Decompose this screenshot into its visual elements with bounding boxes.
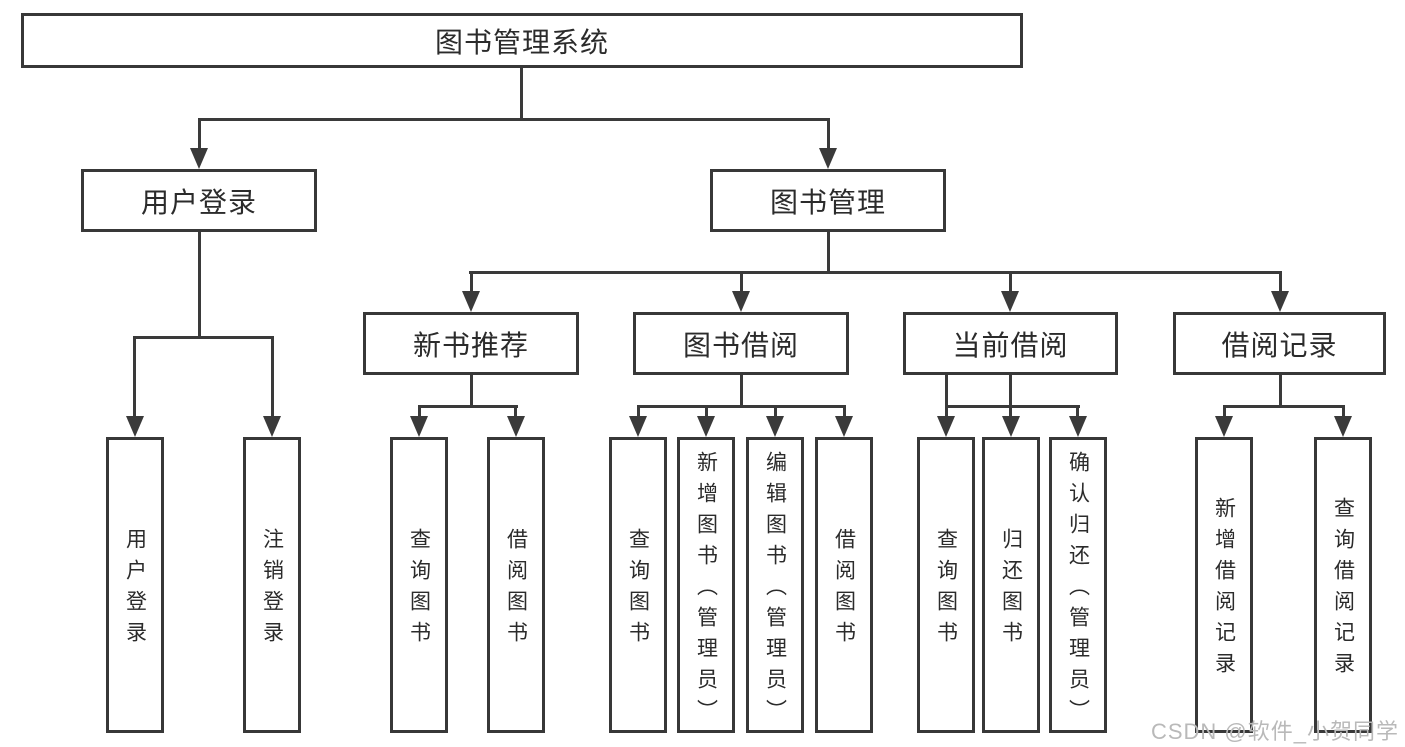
- arrow-down-icon: [629, 416, 647, 437]
- connector-line: [740, 375, 743, 407]
- connector-line: [418, 405, 518, 408]
- connector-line: [198, 118, 830, 121]
- leaf-add-borrow-record-label: 新增借阅记录: [1212, 497, 1236, 683]
- leaf-query-books-recommend-label: 查询图书: [407, 528, 431, 652]
- arrow-down-icon: [1069, 416, 1087, 437]
- leaf-borrow-books: 借阅图书: [815, 437, 873, 733]
- connector-line: [1076, 405, 1079, 420]
- connector-line: [827, 232, 830, 273]
- leaf-logout: 注销登录: [243, 437, 301, 733]
- connector-line: [637, 405, 640, 420]
- connector-line: [470, 271, 473, 295]
- arrow-down-icon: [1334, 416, 1352, 437]
- leaf-add-books-admin: 新增图书（管理员）: [677, 437, 735, 733]
- arrow-down-icon: [462, 291, 480, 312]
- leaf-confirm-return-admin: 确认归还（管理员）: [1049, 437, 1107, 733]
- arrow-down-icon: [766, 416, 784, 437]
- leaf-borrow-books-label: 借阅图书: [832, 528, 856, 652]
- leaf-edit-books-admin-label: 编辑图书（管理员）: [763, 450, 787, 730]
- connector-line: [945, 375, 948, 407]
- connector-line: [469, 271, 1282, 274]
- connector-line: [705, 405, 708, 420]
- arrow-down-icon: [1002, 416, 1020, 437]
- arrow-down-icon: [1001, 291, 1019, 312]
- leaf-query-books-current: 查询图书: [917, 437, 975, 733]
- arrow-down-icon: [819, 148, 837, 169]
- arrow-down-icon: [126, 416, 144, 437]
- leaf-user-login: 用户登录: [106, 437, 164, 733]
- connector-line: [945, 405, 948, 420]
- watermark: CSDN @软件_小贺同学: [1150, 719, 1399, 744]
- node-user-login: 用户登录: [81, 169, 317, 232]
- leaf-edit-books-admin: 编辑图书（管理员）: [746, 437, 804, 733]
- leaf-query-books-borrow: 查询图书: [609, 437, 667, 733]
- connector-line: [514, 405, 517, 420]
- connector-line: [520, 68, 523, 118]
- connector-line: [1223, 405, 1345, 408]
- leaf-query-borrow-record: 查询借阅记录: [1314, 437, 1372, 733]
- connector-line: [1009, 375, 1012, 407]
- arrow-down-icon: [697, 416, 715, 437]
- arrow-down-icon: [410, 416, 428, 437]
- connector-line: [470, 375, 473, 407]
- connector-line: [418, 405, 421, 420]
- leaf-add-books-admin-label: 新增图书（管理员）: [694, 450, 718, 730]
- leaf-query-borrow-record-label: 查询借阅记录: [1331, 497, 1355, 683]
- connector-line: [1223, 405, 1226, 420]
- connector-line: [133, 336, 274, 339]
- connector-line: [843, 405, 846, 420]
- connector-line: [637, 405, 846, 408]
- arrow-down-icon: [507, 416, 525, 437]
- leaf-return-books-label: 归还图书: [999, 528, 1023, 652]
- node-borrow-records: 借阅记录: [1173, 312, 1386, 375]
- connector-line: [198, 232, 201, 336]
- connector-line: [271, 336, 274, 420]
- connector-line: [133, 336, 136, 420]
- arrow-down-icon: [263, 416, 281, 437]
- node-current-borrow: 当前借阅: [903, 312, 1118, 375]
- node-root-system: 图书管理系统: [21, 13, 1023, 68]
- node-book-management: 图书管理: [710, 169, 946, 232]
- connector-line: [740, 271, 743, 295]
- arrow-down-icon: [835, 416, 853, 437]
- leaf-user-login-label: 用户登录: [123, 528, 147, 652]
- leaf-add-borrow-record: 新增借阅记录: [1195, 437, 1253, 733]
- leaf-return-books: 归还图书: [982, 437, 1040, 733]
- connector-line: [1009, 405, 1012, 420]
- connector-line: [1009, 271, 1012, 295]
- connector-line: [827, 118, 830, 152]
- connector-line: [945, 405, 1080, 408]
- arrow-down-icon: [190, 148, 208, 169]
- arrow-down-icon: [1271, 291, 1289, 312]
- leaf-borrow-books-recommend: 借阅图书: [487, 437, 545, 733]
- leaf-query-books-current-label: 查询图书: [934, 528, 958, 652]
- leaf-logout-label: 注销登录: [260, 528, 284, 652]
- leaf-query-books-borrow-label: 查询图书: [626, 528, 650, 652]
- arrow-down-icon: [732, 291, 750, 312]
- leaf-borrow-books-recommend-label: 借阅图书: [504, 528, 528, 652]
- arrow-down-icon: [1215, 416, 1233, 437]
- leaf-query-books-recommend: 查询图书: [390, 437, 448, 733]
- connector-line: [198, 118, 201, 152]
- connector-line: [1342, 405, 1345, 420]
- leaf-confirm-return-admin-label: 确认归还（管理员）: [1066, 450, 1090, 730]
- connector-line: [1279, 271, 1282, 295]
- connector-line: [774, 405, 777, 420]
- arrow-down-icon: [937, 416, 955, 437]
- node-book-borrow: 图书借阅: [633, 312, 849, 375]
- node-new-book-recommend: 新书推荐: [363, 312, 579, 375]
- connector-line: [1279, 375, 1282, 407]
